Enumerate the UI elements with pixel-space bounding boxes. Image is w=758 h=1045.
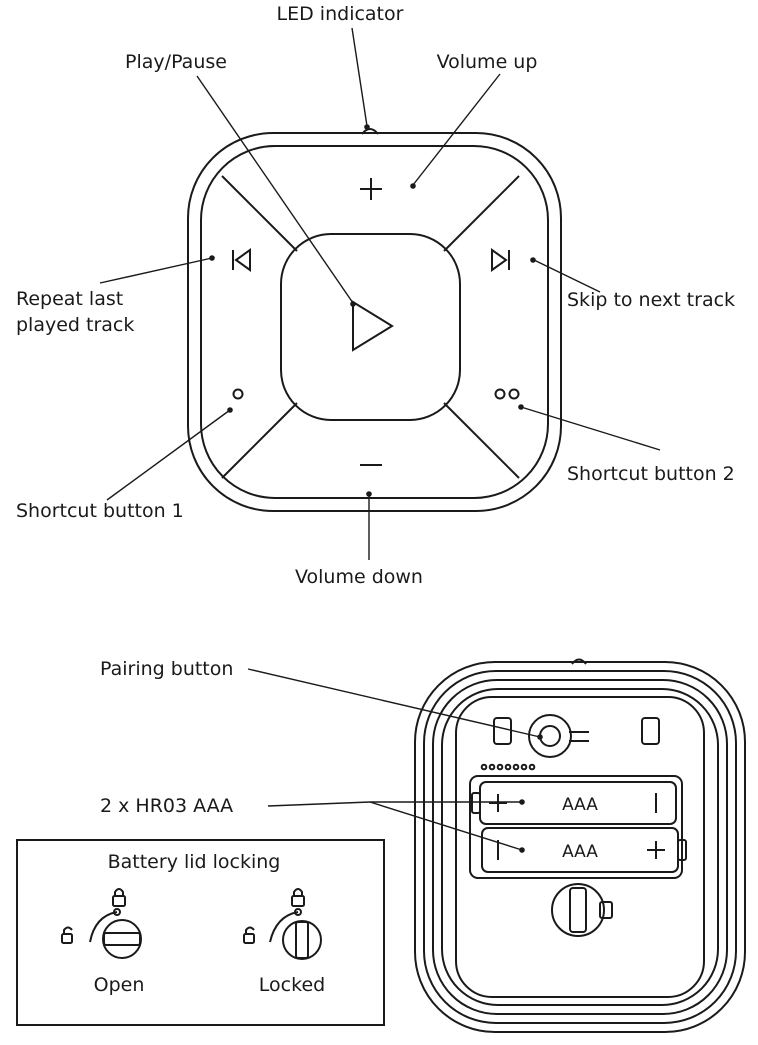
remote-inner-rim — [200, 145, 549, 499]
label-batteries: 2 x HR03 AAA — [100, 795, 233, 817]
back-shell-1 — [414, 661, 746, 1033]
next-track-icon — [491, 248, 510, 272]
battery-lid-locking-box: Battery lid locking Open Locked — [16, 839, 385, 1026]
divider-top-left — [221, 175, 298, 252]
label-repeat-line1: Repeat last — [16, 288, 123, 310]
back-view: AAA AAA Pairing button 2 x HR03 AAA — [100, 658, 746, 1033]
label-volume-down: Volume down — [295, 566, 423, 588]
lock-label-open: Open — [94, 974, 145, 996]
divider-bottom-left — [221, 402, 298, 479]
pairing-button-center — [539, 725, 561, 747]
label-led-indicator: LED indicator — [277, 3, 404, 25]
shortcut-2-icon-a — [494, 388, 506, 400]
open-state-illustration — [61, 888, 142, 959]
divider-bottom-right — [443, 402, 520, 479]
remote-outer-shell — [187, 132, 562, 512]
battery-compartment — [455, 696, 705, 998]
label-shortcut-1: Shortcut button 1 — [16, 500, 184, 522]
label-skip-next: Skip to next track — [567, 289, 735, 311]
lock-label-locked: Locked — [259, 974, 325, 996]
battery-top: AAA — [471, 781, 677, 825]
battery-top-label: AAA — [562, 795, 598, 815]
pairing-button — [528, 714, 572, 758]
label-play-pause: Play/Pause — [125, 51, 227, 73]
center-button-outline — [280, 233, 461, 421]
lock-box-title: Battery lid locking — [108, 851, 281, 873]
battery-bottom: AAA — [481, 827, 687, 873]
back-shell-3 — [432, 679, 728, 1015]
lid-clip-right — [641, 717, 660, 745]
lid-clip-left — [493, 717, 512, 745]
lid-lock-dial — [551, 883, 613, 937]
locked-state-illustration — [243, 888, 322, 960]
label-shortcut-2: Shortcut button 2 — [567, 463, 735, 485]
battery-bottom-label: AAA — [562, 842, 598, 862]
label-volume-up: Volume up — [437, 51, 538, 73]
plus-icon — [360, 178, 382, 200]
back-shell-2 — [423, 670, 737, 1024]
previous-track-icon — [232, 248, 251, 272]
lock-box-frame — [16, 839, 385, 1026]
shortcut-2-icon-b — [508, 388, 520, 400]
battery-bay — [469, 775, 683, 879]
shortcut-1-icon — [232, 388, 244, 400]
label-pairing-button: Pairing button — [100, 658, 233, 680]
play-icon — [352, 300, 394, 352]
front-view: LED indicator Play/Pause Volume up Repea… — [16, 3, 735, 588]
label-repeat-line2: played track — [16, 314, 134, 336]
divider-top-right — [443, 175, 520, 252]
vent-dots — [480, 763, 536, 771]
back-shell-4 — [441, 688, 719, 1006]
